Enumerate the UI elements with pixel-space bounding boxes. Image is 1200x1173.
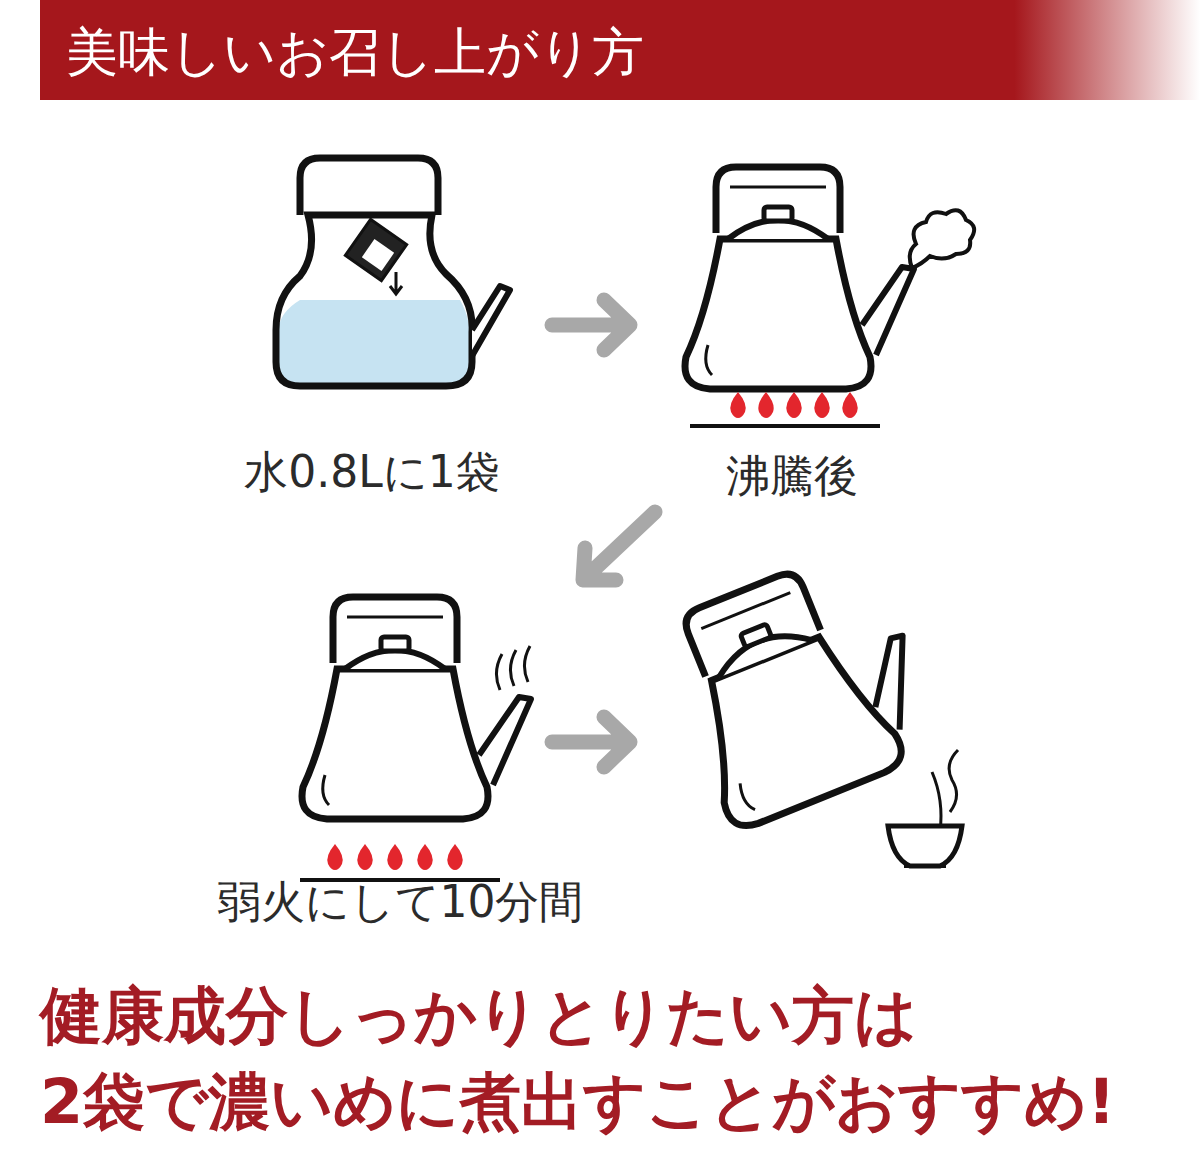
step-caption: 水0.8Lに1袋 <box>244 448 499 496</box>
note-text: 2袋で濃いめに煮出すことがおすすめ! <box>40 1068 1115 1136</box>
title-text: 美味しいお召し上がり方 <box>66 24 644 81</box>
step-caption: 沸騰後 <box>726 452 858 500</box>
note-text: 健康成分しっかりとりたい方は <box>40 982 917 1050</box>
step-caption: 弱火にして10分間 <box>217 878 584 926</box>
